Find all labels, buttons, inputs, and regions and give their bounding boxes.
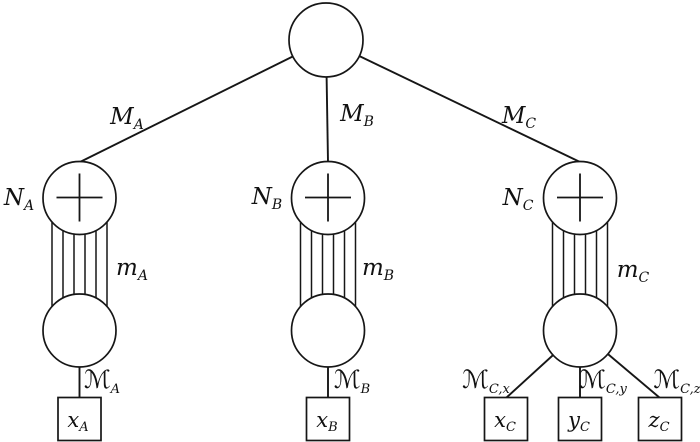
leaf-label-xA: xA bbox=[67, 408, 88, 435]
leaf-box-xC bbox=[483, 396, 529, 442]
leaf-box-zC bbox=[637, 396, 683, 442]
node-label-NC: NC bbox=[502, 185, 534, 214]
bundle-label-mB: mB bbox=[362, 255, 394, 284]
leaf-box-xB bbox=[305, 396, 351, 442]
bundle-B bbox=[299, 222, 357, 307]
edge-label-scriptM-Cx: ℳC,x bbox=[462, 365, 510, 397]
edge-label-scriptM-A: ℳA bbox=[84, 365, 120, 397]
leaf-box-yC bbox=[557, 396, 603, 442]
edge-label-scriptM-B: ℳB bbox=[334, 365, 370, 397]
leaf-label-yC: yC bbox=[567, 408, 590, 435]
plus-icon bbox=[56, 173, 103, 222]
edge-label-scriptM-Cy: ℳC,y bbox=[579, 365, 627, 397]
edge-label-MC: MC bbox=[501, 103, 537, 132]
root-node bbox=[288, 2, 364, 78]
bundle-label-mA: mA bbox=[116, 255, 148, 284]
edge-root-to-sum-A bbox=[79, 39, 327, 163]
edge-label-MB: MB bbox=[339, 101, 374, 130]
leaf-box-xA bbox=[57, 396, 102, 442]
leaf-label-zC: zC bbox=[647, 408, 669, 435]
bundle-A bbox=[51, 222, 108, 307]
node-label-NB: NB bbox=[251, 184, 282, 213]
node-label-NA: NA bbox=[3, 185, 34, 214]
plus-icon bbox=[557, 173, 603, 222]
plus-icon bbox=[305, 173, 351, 222]
bundle-label-mC: mC bbox=[617, 257, 650, 286]
mixture-node-A bbox=[42, 293, 117, 368]
mixture-node-C bbox=[542, 293, 618, 368]
leaf-label-xB: xB bbox=[316, 408, 337, 435]
edge-label-scriptM-Cz: ℳC,z bbox=[653, 365, 700, 397]
mixture-node-B bbox=[290, 293, 366, 368]
bundle-C bbox=[551, 222, 609, 307]
leaf-label-xC: xC bbox=[494, 408, 516, 435]
edge-label-MA: MA bbox=[109, 104, 144, 133]
edge-root-to-sum-C bbox=[325, 39, 581, 163]
